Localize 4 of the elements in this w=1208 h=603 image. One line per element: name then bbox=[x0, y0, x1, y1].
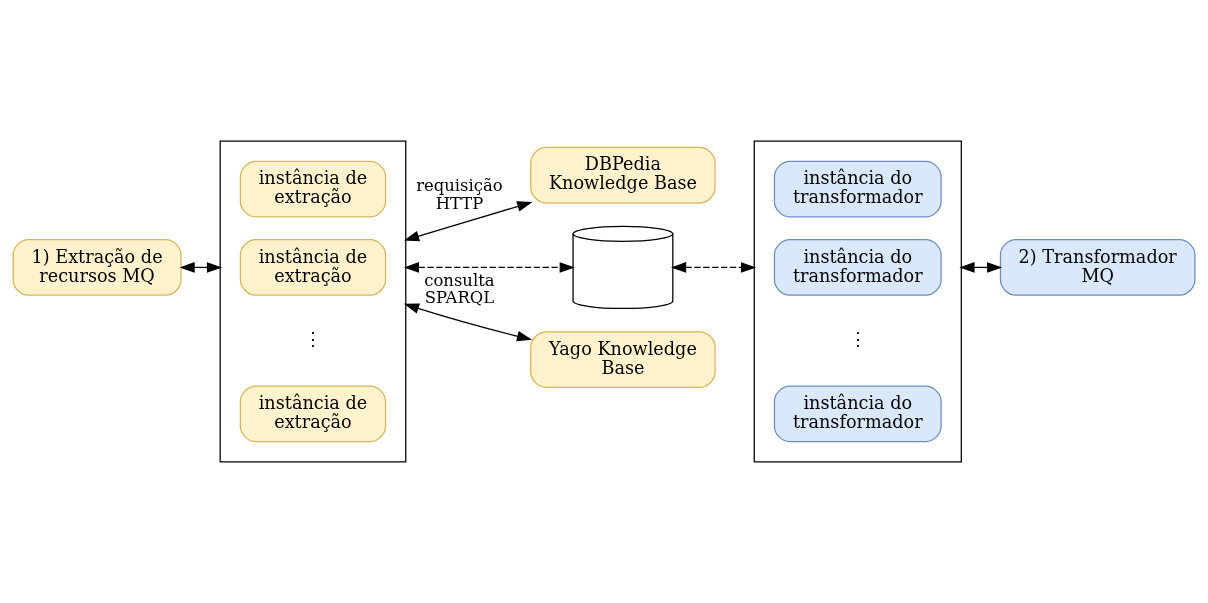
edge-label: consulta SPARQL bbox=[424, 270, 495, 308]
label: ⋮ bbox=[848, 329, 867, 350]
edge-label: requisição HTTP bbox=[416, 175, 503, 213]
label: ⋮ bbox=[303, 329, 322, 350]
